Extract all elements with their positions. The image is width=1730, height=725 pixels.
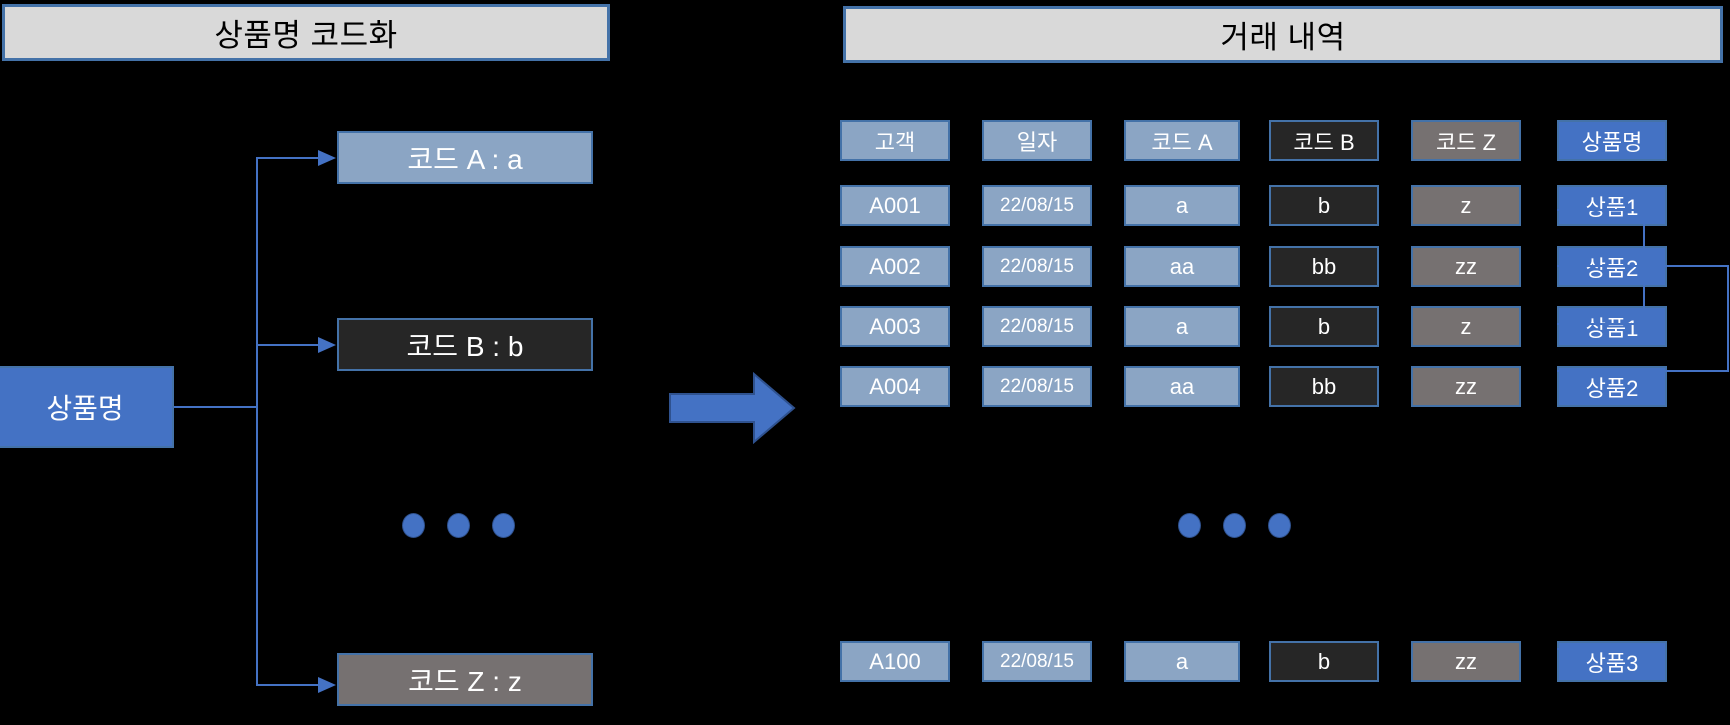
arrowhead-a-icon [318,150,336,166]
table-cell-code_z: z [1411,185,1521,226]
table-cell-date: 22/08/15 [982,246,1092,287]
table-cell-code_a: a [1124,306,1240,347]
table-cell-customer: A004 [840,366,950,407]
table-cell-customer: A002 [840,246,950,287]
table-header-cell-customer: 고객 [840,120,950,161]
table-cell-code_b: bb [1269,246,1379,287]
code-box-b: 코드 B : b [337,318,593,371]
dot-icon [447,513,470,538]
table-cell-code_b: b [1269,306,1379,347]
dot-icon [402,513,425,538]
table-cell-last-customer: A100 [840,641,950,682]
table-header-cell-product: 상품명 [1557,120,1667,161]
table-cell-date: 22/08/15 [982,366,1092,407]
table-cell-code_b: b [1269,185,1379,226]
table-cell-last-date: 22/08/15 [982,641,1092,682]
table-cell-product: 상품2 [1557,366,1667,407]
link-line-p1-bottom [1557,323,1645,325]
right-arrow-icon [669,372,796,444]
dot-icon [1223,513,1246,538]
dot-icon [492,513,515,538]
dot-icon [1268,513,1291,538]
code-box-z: 코드 Z : z [337,653,593,706]
table-header-cell-code_z: 코드 Z [1411,120,1521,161]
table-cell-last-product: 상품3 [1557,641,1667,682]
table-cell-code_z: z [1411,306,1521,347]
table-header-cell-date: 일자 [982,120,1092,161]
table-cell-last-code_z: zz [1411,641,1521,682]
right-panel-title: 거래 내역 [843,6,1723,63]
link-line-p2-bottom [1557,370,1729,372]
table-cell-code_b: bb [1269,366,1379,407]
right-ellipsis-dots [1178,513,1291,538]
link-line-p1-top [1557,209,1645,211]
table-cell-last-code_b: b [1269,641,1379,682]
tree-branch-z-line [256,684,318,686]
arrowhead-z-icon [318,677,336,693]
left-panel-title: 상품명 코드화 [2,4,610,61]
table-cell-code_a: aa [1124,366,1240,407]
table-cell-date: 22/08/15 [982,306,1092,347]
table-header-cell-code_a: 코드 A [1124,120,1240,161]
table-cell-date: 22/08/15 [982,185,1092,226]
tree-branch-b-line [256,344,318,346]
table-cell-code_a: aa [1124,246,1240,287]
link-line-p3 [1557,648,1617,650]
table-cell-product: 상품1 [1557,306,1667,347]
link-line-p2-top [1557,265,1729,267]
table-cell-code_z: zz [1411,246,1521,287]
tree-branch-a-line [256,157,318,159]
code-box-a: 코드 A : a [337,131,593,184]
table-cell-code_a: a [1124,185,1240,226]
dot-icon [1178,513,1201,538]
table-cell-product: 상품1 [1557,185,1667,226]
tree-trunk-line [256,157,258,685]
table-cell-code_z: zz [1411,366,1521,407]
left-ellipsis-dots [402,513,515,538]
table-cell-customer: A003 [840,306,950,347]
arrowhead-b-icon [318,337,336,353]
link-line-p1-vertical [1643,209,1645,325]
table-cell-customer: A001 [840,185,950,226]
table-header-cell-code_b: 코드 B [1269,120,1379,161]
link-line-p2-vertical [1727,265,1729,372]
source-product-name-box: 상품명 [0,366,174,448]
table-cell-last-code_a: a [1124,641,1240,682]
tree-stem-line [174,406,258,408]
